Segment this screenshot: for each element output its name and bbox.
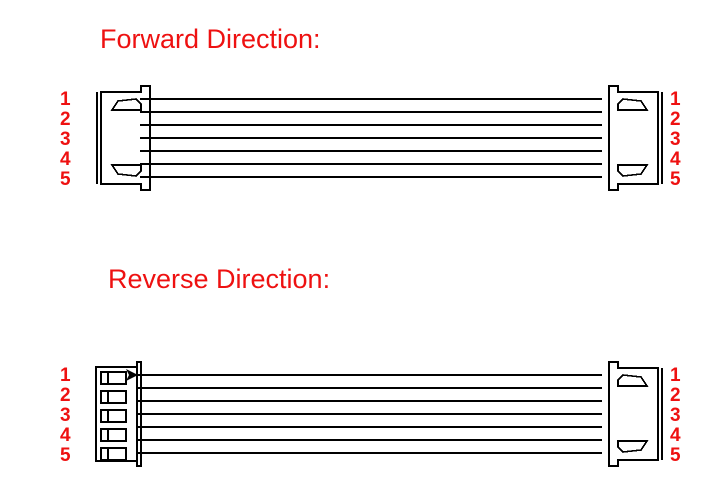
reverse-contact-slot [100,428,127,442]
pin-number: 3 [670,405,681,426]
pin-number: 5 [60,169,71,190]
pin-number: 2 [670,109,681,130]
reverse-right-pin-numbers: 1 2 3 4 5 [670,366,681,466]
pin-number: 1 [60,365,71,386]
pin-number: 4 [60,149,71,170]
reverse-right-connector [608,361,663,467]
pin-number: 3 [60,405,71,426]
forward-ribbon-conductors [140,98,602,178]
pin-number: 4 [60,425,71,446]
reverse-direction-heading: Reverse Direction: [108,264,331,294]
reverse-contact-slot [100,447,127,461]
reverse-contact-slot [100,409,127,423]
forward-right-pin-numbers: 1 2 3 4 5 [670,90,681,190]
reverse-left-pin-numbers: 1 2 3 4 5 [60,366,71,466]
pin-number: 5 [670,169,681,190]
pin-number: 1 [670,365,681,386]
forward-left-connector [96,85,151,191]
pin-number: 3 [60,129,71,150]
pin-number: 2 [60,385,71,406]
pin-number: 1 [670,89,681,110]
pin-number: 5 [60,445,71,466]
pin-number: 1 [60,89,71,110]
forward-left-pin-numbers: 1 2 3 4 5 [60,90,71,190]
pin-number: 2 [60,109,71,130]
reverse-contact-slot [100,390,127,404]
pin-number: 4 [670,149,681,170]
pin-number: 2 [670,385,681,406]
reverse-contact-slot [100,371,127,385]
reverse-left-connector [95,361,142,467]
forward-assembly-drawing [96,85,663,191]
pin-number: 4 [670,425,681,446]
pin-one-arrow-icon [126,369,138,381]
forward-right-connector [608,85,663,191]
reverse-ribbon-conductors [137,374,602,454]
forward-cable-assembly [0,0,728,240]
pin-number: 3 [670,129,681,150]
forward-direction-heading: Forward Direction: [100,24,321,54]
reverse-cable-assembly [0,268,728,494]
pin-number: 5 [670,445,681,466]
reverse-assembly-drawing [95,361,663,467]
